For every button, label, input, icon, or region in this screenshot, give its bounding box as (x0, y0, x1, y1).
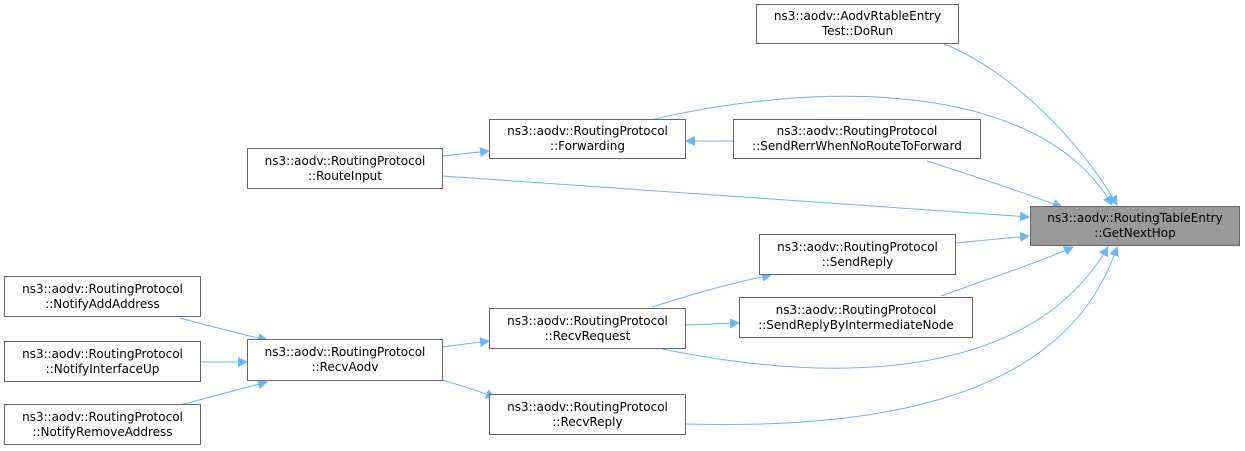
node-routingprotocol-senderrwhennoroutetoforward[interactable]: ns3::aodv::RoutingProtocol ::SendRerrWhe… (733, 119, 981, 159)
node-routingprotocol-notifyinterfaceup[interactable]: ns3::aodv::RoutingProtocol ::NotifyInter… (4, 341, 201, 382)
edge-sendreply-getnexthop (954, 231, 1030, 244)
node-label-line2: ::Forwarding (550, 139, 625, 153)
edge-recvrequest-sendreplyint (685, 318, 740, 329)
node-label-line1: ns3::aodv::RoutingProtocol (264, 153, 426, 168)
node-label-line1: ns3::aodv::RoutingProtocol (775, 302, 937, 317)
node-label-line2: ::NotifyRemoveAddress (32, 424, 173, 439)
edge-routeinput-forwarding (441, 146, 490, 157)
edge-forwarding-getnexthop (649, 95, 1113, 206)
node-label-line2: ::NotifyInterfaceUp (45, 361, 160, 376)
edge-dorun-getnexthop (943, 43, 1118, 206)
node-label-line1: ns3::aodv::RoutingProtocol (776, 124, 938, 138)
node-routingtableentry-getnexthop: ns3::aodv::RoutingTableEntry ::GetNextHo… (1030, 206, 1240, 246)
node-label-line1: ns3::aodv::RoutingTableEntry (1047, 211, 1223, 225)
node-label-line2: ::SendReply (821, 254, 894, 269)
node-routingprotocol-forwarding[interactable]: ns3::aodv::RoutingProtocol ::Forwarding (489, 119, 686, 159)
node-label-line1: ns3::aodv::RoutingProtocol (22, 281, 183, 296)
node-label-line2: ::SendReplyByIntermediateNode (758, 317, 954, 332)
node-label-line1: ns3::aodv::RoutingProtocol (22, 409, 183, 424)
node-routingprotocol-recvaodv[interactable]: ns3::aodv::RoutingProtocol ::RecvAodv (247, 339, 443, 381)
edge-routeinput-getnexthop (441, 175, 1030, 222)
node-label-line1: ns3::aodv::RoutingProtocol (507, 124, 668, 138)
node-label-line1: ns3::aodv::RoutingProtocol (507, 399, 668, 414)
edge-recvrequest-getnexthop (661, 246, 1109, 369)
node-label-line1: ns3::aodv::AodvRtableEntry (773, 9, 942, 23)
edge-notifyremove-recvaodv (179, 379, 268, 406)
edge-recvreply-getnexthop (685, 246, 1119, 426)
edge-recvaodv-recvreply (441, 379, 496, 399)
node-label-line1: ns3::aodv::RoutingProtocol (264, 345, 426, 359)
node-routingprotocol-routeinput[interactable]: ns3::aodv::RoutingProtocol ::RouteInput (247, 148, 443, 189)
node-label-line2: ::RouteInput (308, 168, 382, 183)
node-label-line2: ::GetNextHop (1094, 226, 1176, 240)
node-label-line1: ns3::aodv::RoutingProtocol (22, 346, 183, 361)
node-label-line2: ::RecvReply (552, 414, 623, 429)
node-routingprotocol-notifyaddaddress[interactable]: ns3::aodv::RoutingProtocol ::NotifyAddAd… (4, 276, 201, 317)
node-label-line2: Test::DoRun (821, 24, 894, 38)
node-label-line2: ::SendRerrWhenNoRouteToForward (752, 139, 962, 153)
node-routingprotocol-sendreplybyintermediatenode[interactable]: ns3::aodv::RoutingProtocol ::SendReplyBy… (739, 297, 973, 338)
node-label-line2: ::NotifyAddAddress (45, 296, 160, 311)
node-label-line2: ::RecvRequest (544, 328, 631, 343)
node-label-line2: ::RecvAodv (311, 360, 379, 374)
edge-senderr-getnexthop (926, 160, 1063, 209)
edge-sendreplyint-getnexthop (940, 246, 1074, 297)
node-routingprotocol-recvrequest[interactable]: ns3::aodv::RoutingProtocol ::RecvRequest (489, 308, 686, 349)
edge-notifyadd-recvaodv (179, 317, 268, 343)
node-aodvrtableentrytest-dorun[interactable]: ns3::aodv::AodvRtableEntry Test::DoRun (756, 4, 959, 44)
edge-recvrequest-sendreply (651, 271, 772, 308)
node-routingprotocol-notifyremoveaddress[interactable]: ns3::aodv::RoutingProtocol ::NotifyRemov… (4, 404, 201, 445)
node-routingprotocol-sendreply[interactable]: ns3::aodv::RoutingProtocol ::SendReply (759, 234, 956, 275)
node-routingprotocol-recvreply[interactable]: ns3::aodv::RoutingProtocol ::RecvReply (489, 394, 686, 435)
node-label-line1: ns3::aodv::RoutingProtocol (507, 313, 668, 328)
node-label-line1: ns3::aodv::RoutingProtocol (777, 239, 938, 254)
edge-recvaodv-recvrequest (441, 337, 490, 348)
